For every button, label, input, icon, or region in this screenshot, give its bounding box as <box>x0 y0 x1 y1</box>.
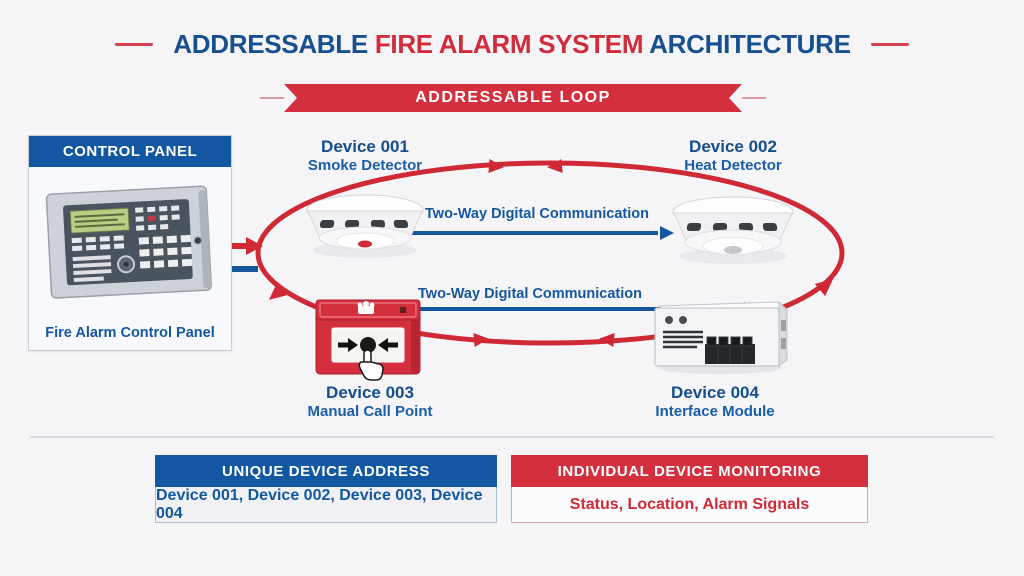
module-side-tab-bottom <box>781 338 786 349</box>
section-divider <box>30 436 994 438</box>
keypad <box>138 234 193 269</box>
unique-device-address-body: Device 001, Device 002, Device 003, Devi… <box>155 487 497 523</box>
control-panel-card: CONTROL PANEL <box>28 135 232 351</box>
heat-detector-graphic <box>672 196 794 264</box>
panel-lock <box>193 236 202 245</box>
unique-device-address-header-label: UNIQUE DEVICE ADDRESS <box>222 462 430 480</box>
press-arrows <box>338 338 398 352</box>
control-panel-header-label: CONTROL PANEL <box>62 143 198 160</box>
device-004-type: Interface Module <box>655 403 775 420</box>
individual-device-monitoring-box: INDIVIDUAL DEVICE MONITORING Status, Loc… <box>511 455 868 523</box>
device-002-label: Device 002 Heat Detector <box>684 137 782 175</box>
manual-call-point-graphic <box>315 299 421 381</box>
detector-vents <box>686 223 778 231</box>
module-side-tab-top <box>781 320 786 331</box>
device-003-type: Manual Call Point <box>307 403 433 420</box>
individual-device-monitoring-header: INDIVIDUAL DEVICE MONITORING <box>511 455 868 487</box>
flame-icon <box>357 301 375 314</box>
title-dash-right <box>870 42 909 46</box>
individual-device-monitoring-body: Status, Location, Alarm Signals <box>511 487 868 523</box>
panel-out-arrowhead <box>246 237 263 255</box>
device-004-id: Device 004 <box>671 383 759 402</box>
heat-sensor-element <box>724 246 742 254</box>
title-dash-left <box>115 42 154 46</box>
two-way-arrow-top <box>396 226 674 240</box>
unique-device-address-box: UNIQUE DEVICE ADDRESS Device 001, Device… <box>155 455 497 523</box>
device-001-label: Device 001 Smoke Detector <box>308 137 422 175</box>
device-001-type: Smoke Detector <box>307 157 423 174</box>
unique-device-address-header: UNIQUE DEVICE ADDRESS <box>155 455 497 487</box>
terminal-block <box>705 336 755 364</box>
call-point-led <box>400 307 406 313</box>
banner-label: ADDRESSABLE LOOP <box>415 89 611 106</box>
label-strips <box>72 255 112 283</box>
hand-cursor-icon <box>358 349 384 381</box>
individual-device-monitoring-header-label: INDIVIDUAL DEVICE MONITORING <box>557 462 822 480</box>
module-screw-right <box>679 316 687 324</box>
title-part-addressable: ADDRESSABLE <box>173 28 375 59</box>
panel-side-shade <box>198 190 212 289</box>
device-002-type: Heat Detector <box>684 157 782 174</box>
banner-side-line-left <box>260 97 284 99</box>
module-vents <box>663 330 703 349</box>
addressable-loop-banner: ADDRESSABLE LOOP <box>284 84 742 112</box>
title-part-architecture: ARCHITECTURE <box>649 28 851 59</box>
interface-module-graphic <box>654 300 789 374</box>
device-001-id: Device 001 <box>321 137 409 156</box>
title-row: ADDRESSABLE FIRE ALARM SYSTEM ARCHITECTU… <box>0 24 1024 64</box>
fire-alarm-control-panel-graphic <box>45 185 213 299</box>
two-way-communication-label-bottom: Two-Way Digital Communication <box>418 286 642 302</box>
control-panel-caption: Fire Alarm Control Panel <box>45 325 215 341</box>
device-003-label: Device 003 Manual Call Point <box>307 383 432 421</box>
device-003-id: Device 003 <box>326 383 414 402</box>
control-panel-header: CONTROL PANEL <box>29 136 231 167</box>
device-002-id: Device 002 <box>689 137 777 156</box>
title-part-fire-alarm-system: FIRE ALARM SYSTEM <box>374 28 650 59</box>
page-title: ADDRESSABLE FIRE ALARM SYSTEM ARCHITECTU… <box>173 28 851 60</box>
status-led-buttons <box>135 205 180 231</box>
smoke-detector-graphic <box>306 194 424 258</box>
module-screw-left <box>665 316 673 324</box>
detector-vents <box>319 220 409 228</box>
function-buttons <box>71 235 125 252</box>
banner-side-line-right <box>742 97 766 99</box>
smoke-detector-led <box>358 240 372 248</box>
two-way-communication-label-top: Two-Way Digital Communication <box>425 206 649 222</box>
call-point-button <box>360 337 376 353</box>
device-004-label: Device 004 Interface Module <box>655 383 774 421</box>
